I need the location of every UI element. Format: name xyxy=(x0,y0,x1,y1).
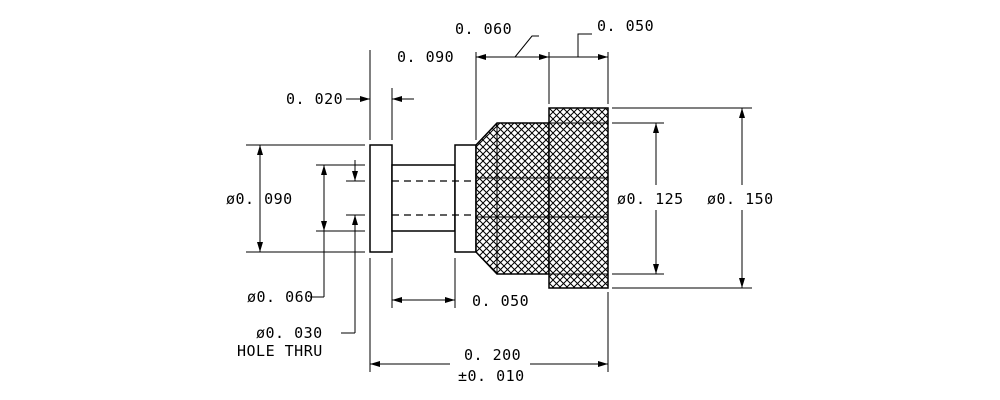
label-diameter-0125: ø0. 125 xyxy=(617,190,684,208)
left-flange xyxy=(369,144,393,253)
part-body xyxy=(369,107,609,289)
shaft xyxy=(391,164,456,232)
collar xyxy=(454,144,477,253)
label-length-0050-bottom: 0. 050 xyxy=(472,292,529,310)
hidden-hole-lines xyxy=(392,180,476,216)
label-diameter-0060: ø0. 060 xyxy=(247,288,314,306)
dimension-lines xyxy=(257,33,745,367)
label-diameter-0090: ø0. 090 xyxy=(226,190,293,208)
label-tolerance: ±0. 010 xyxy=(458,367,525,385)
label-diameter-0030: ø0. 030 xyxy=(256,324,323,342)
label-hole-thru: HOLE THRU xyxy=(237,342,323,360)
label-diameter-0150: ø0. 150 xyxy=(707,190,774,208)
label-length-0050-top: 0. 050 xyxy=(597,17,654,35)
label-overall-length: 0. 200 xyxy=(464,346,521,364)
knurled-head-small xyxy=(475,122,550,275)
label-length-0020: 0. 020 xyxy=(286,90,343,108)
label-length-0090: 0. 090 xyxy=(397,48,454,66)
dimension-labels: 0. 060 0. 050 0. 090 0. 020 ø0. 090 ø0. … xyxy=(226,17,774,385)
label-length-0060: 0. 060 xyxy=(455,20,512,38)
knurled-head-large xyxy=(548,107,609,289)
